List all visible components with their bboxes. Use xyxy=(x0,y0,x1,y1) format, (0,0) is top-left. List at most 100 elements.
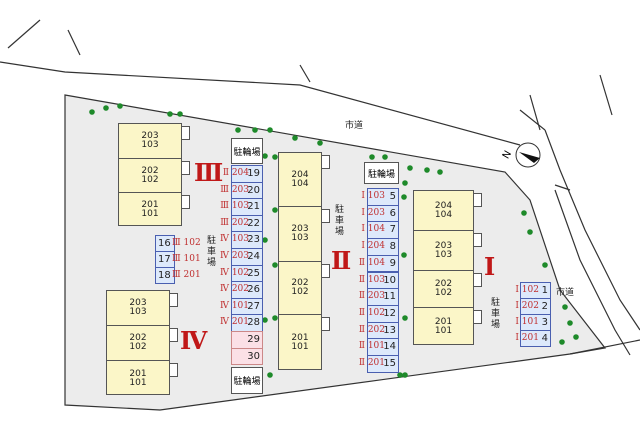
parking-number: 24 xyxy=(247,251,260,262)
parking-number: 9 xyxy=(389,257,396,269)
tree xyxy=(267,372,273,378)
parking-number: 7 xyxy=(389,224,396,236)
car-parking-label: 駐車場 xyxy=(491,298,501,330)
entrance xyxy=(170,363,178,377)
assigned-unit-label: Ⅱ 201 xyxy=(358,358,385,368)
tree xyxy=(397,372,403,378)
entrance xyxy=(322,155,330,169)
parking-number: 26 xyxy=(247,284,260,296)
tree xyxy=(103,105,109,111)
unit-number: 201 xyxy=(129,368,147,379)
road-lines xyxy=(0,19,640,356)
unit-number: 102 xyxy=(291,287,309,297)
parking-space[interactable]: 30 xyxy=(231,347,263,366)
parking-number: 13 xyxy=(383,324,396,336)
unit-number: 202 xyxy=(434,279,453,289)
tree xyxy=(407,165,413,171)
assigned-unit-label: Ⅳ 201 xyxy=(219,317,249,328)
unit-number: 201 xyxy=(434,317,453,327)
parking-space[interactable]: 23 xyxy=(231,231,263,249)
unit-number: 101 xyxy=(434,326,453,336)
tree xyxy=(402,180,408,186)
assigned-unit-label: Ⅱ 102 xyxy=(358,307,385,318)
tree xyxy=(567,320,573,326)
assigned-unit-label: Ⅰ 204 xyxy=(361,241,385,252)
unit-number: 202 xyxy=(141,165,159,176)
parking-number: 19 xyxy=(247,168,260,179)
parking-space[interactable]: 29 xyxy=(231,331,263,349)
unit-number: 203 xyxy=(434,240,453,251)
parking-space[interactable]: 24 xyxy=(231,248,263,266)
road-label-right: 市道 xyxy=(556,288,575,298)
tree xyxy=(272,315,278,321)
tree xyxy=(401,252,407,258)
unit-number: 103 xyxy=(129,307,147,317)
tree xyxy=(89,109,95,115)
parking-number: 2 xyxy=(541,301,548,312)
assigned-unit-label: Ⅰ 101 xyxy=(515,317,539,327)
tree xyxy=(424,167,430,173)
parking-space[interactable]: 15 xyxy=(367,355,399,373)
tree xyxy=(272,207,278,213)
entrance xyxy=(474,233,482,247)
parking-number: 27 xyxy=(247,300,260,312)
parking-number: 11 xyxy=(383,291,396,303)
assigned-unit-label: Ⅰ 201 xyxy=(515,333,539,343)
parking-number: 18 xyxy=(158,270,171,281)
tree xyxy=(267,127,273,133)
unit-number: 103 xyxy=(141,140,159,150)
assigned-unit-label: Ⅳ 203 xyxy=(219,251,249,261)
parking-number: 10 xyxy=(383,274,396,286)
unit-number: 101 xyxy=(141,209,159,219)
tree xyxy=(542,262,548,268)
unit-number: 102 xyxy=(129,342,147,352)
tree xyxy=(402,315,408,321)
tree xyxy=(369,154,375,160)
compass: N xyxy=(501,142,541,168)
parking-number: 21 xyxy=(247,201,260,213)
assigned-unit-label: Ⅳ 202 xyxy=(219,284,249,295)
unit-number: 101 xyxy=(291,342,309,352)
parking-number: 25 xyxy=(247,267,260,279)
tree xyxy=(262,237,268,243)
assigned-unit-label: Ⅰ 202 xyxy=(515,301,539,311)
entrance xyxy=(322,317,330,331)
unit-number: 204 xyxy=(291,169,309,180)
parking-space[interactable]: 18 xyxy=(155,267,175,284)
assigned-unit-label: Ⅲ 201 xyxy=(172,270,201,280)
tree xyxy=(317,140,323,146)
assigned-unit-label: Ⅱ 202 xyxy=(358,324,385,335)
parking-number: 14 xyxy=(383,341,396,353)
tree xyxy=(272,154,278,160)
entrance xyxy=(182,126,190,140)
building-label: Ⅱ xyxy=(331,246,352,275)
tree xyxy=(117,103,123,109)
assigned-unit-label: Ⅱ 101 xyxy=(358,341,385,352)
entrance xyxy=(474,310,482,324)
parking-space[interactable]: 4 xyxy=(520,330,551,347)
unit-number: 103 xyxy=(434,249,453,260)
tree xyxy=(559,339,565,345)
parking-number: 29 xyxy=(247,334,260,345)
tree xyxy=(527,229,533,235)
tree xyxy=(292,135,298,141)
building-label: Ⅰ xyxy=(484,252,496,281)
tree xyxy=(252,127,258,133)
assigned-unit-label: Ⅱ 203 xyxy=(358,291,385,302)
road-label-top: 市道 xyxy=(345,121,364,131)
